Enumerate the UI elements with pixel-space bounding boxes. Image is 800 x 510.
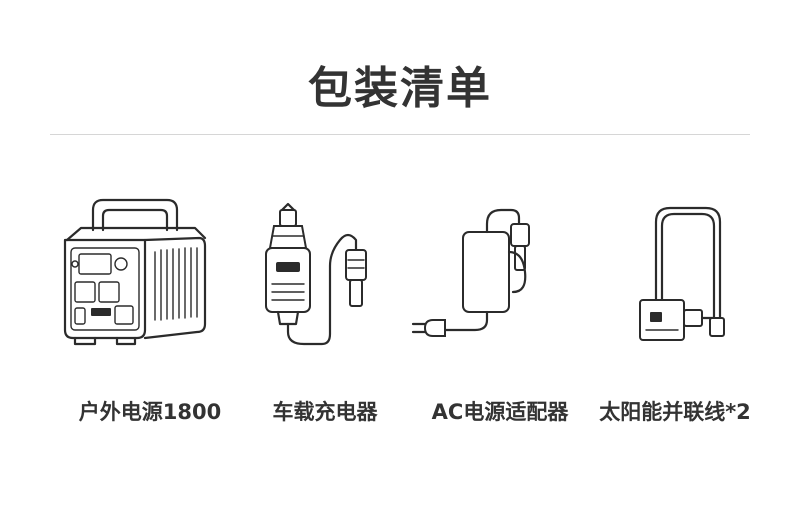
ac-adapter-icon bbox=[411, 208, 530, 337]
solar-parallel-cable-icon bbox=[639, 206, 725, 341]
vent-grille bbox=[154, 247, 198, 321]
package-items: 户外电源1800 车载充电器 bbox=[0, 188, 800, 438]
package-item-ac-adapter: AC电源适配器 bbox=[405, 188, 595, 438]
package-item-label: 车载充电器 bbox=[272, 400, 378, 424]
package-item-label: 户外电源1800 bbox=[78, 400, 222, 424]
page-title: 包装清单 bbox=[308, 63, 492, 114]
package-item-car-charger: 车载充电器 bbox=[230, 188, 420, 438]
package-item-label: 太阳能并联线*2 bbox=[599, 400, 751, 424]
package-item-power-station: 户外电源1800 bbox=[55, 188, 245, 438]
car-charger-icon bbox=[265, 202, 367, 346]
package-item-label: AC电源适配器 bbox=[431, 400, 569, 424]
package-item-solar-cable: 太阳能并联线*2 bbox=[580, 188, 770, 438]
portable-power-station-icon bbox=[63, 198, 207, 346]
title-divider bbox=[50, 134, 750, 135]
